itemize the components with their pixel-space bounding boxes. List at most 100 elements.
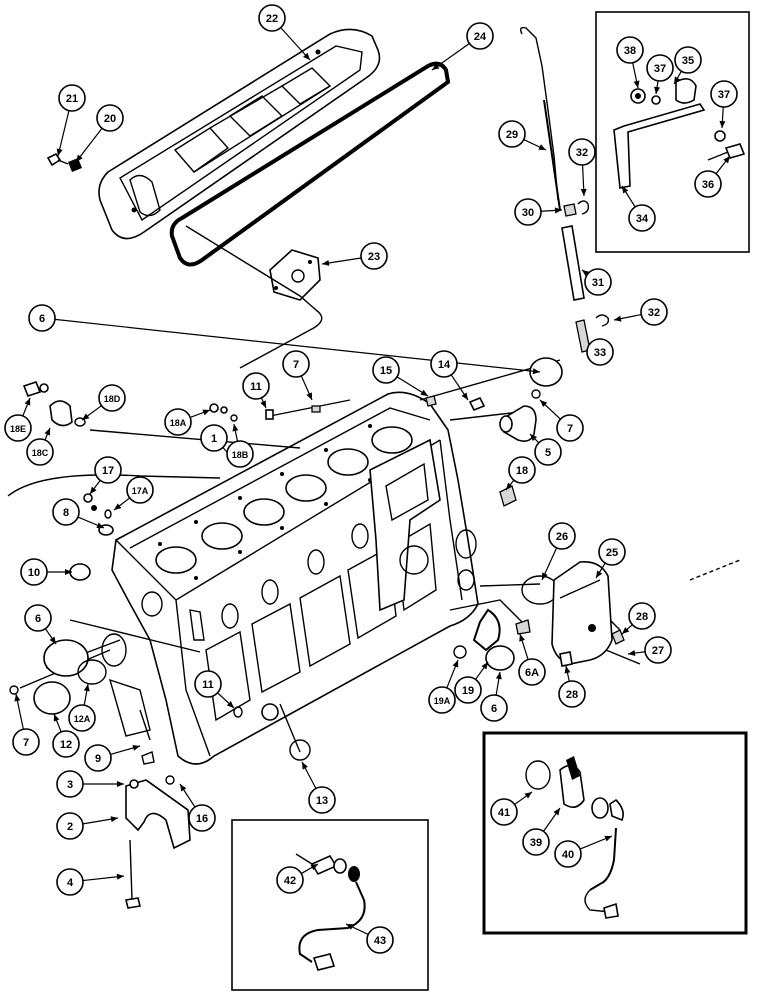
callout-arrowhead xyxy=(14,694,20,701)
callout-arrowhead xyxy=(82,413,89,420)
callout-6: 6 xyxy=(25,605,56,644)
callout-arrowhead xyxy=(555,207,562,213)
callout-label: 29 xyxy=(506,129,518,141)
callout-6a: 6A xyxy=(519,634,545,685)
callout-label: 5 xyxy=(545,447,551,459)
callout-label: 22 xyxy=(266,13,278,25)
callout-arrowhead xyxy=(565,666,571,673)
callout-label: 15 xyxy=(380,365,392,377)
callout-arrowhead xyxy=(322,260,329,266)
cylinder-bore xyxy=(372,427,412,453)
cylinder-bore xyxy=(156,547,196,573)
callout-arrowhead xyxy=(581,189,587,196)
callout-label: 4 xyxy=(67,877,74,889)
callout-arrowhead xyxy=(554,808,560,815)
callout-arrowhead xyxy=(54,714,60,722)
callout-12a: 12A xyxy=(69,684,95,731)
callout-37: 37 xyxy=(647,55,673,94)
callout-label: 37 xyxy=(654,63,666,75)
callout-label: 33 xyxy=(594,347,606,359)
callout-label: 43 xyxy=(374,935,386,947)
callout-label: 31 xyxy=(592,277,604,289)
callout-3: 3 xyxy=(57,771,124,797)
callout-18: 18 xyxy=(506,457,535,490)
callout-arrowhead xyxy=(604,836,612,842)
callout-arrowhead xyxy=(132,745,140,751)
callout-arrowhead xyxy=(202,410,210,416)
callout-arrowhead xyxy=(117,781,124,787)
callout-11: 11 xyxy=(243,373,269,408)
callout-label: 18C xyxy=(32,448,49,458)
callout-label: 6A xyxy=(525,667,539,679)
callout-label: 7 xyxy=(23,737,29,749)
thermostat-housing xyxy=(522,562,640,666)
callout-2: 2 xyxy=(57,813,118,839)
callout-label: 28 xyxy=(636,611,648,623)
callout-label: 14 xyxy=(438,359,451,371)
callout-39: 39 xyxy=(523,808,560,855)
callout-label: 6 xyxy=(39,313,45,325)
callout-label: 19A xyxy=(434,696,451,706)
callout-10: 10 xyxy=(21,559,72,585)
callout-43: 43 xyxy=(346,924,393,953)
callout-7: 7 xyxy=(283,351,312,400)
callout-arrowhead xyxy=(57,148,63,156)
callout-29: 29 xyxy=(499,121,546,150)
callout-label: 42 xyxy=(284,875,296,887)
callout-label: 35 xyxy=(682,55,694,67)
callout-6: 6 xyxy=(481,672,507,721)
callout-37: 37 xyxy=(711,81,737,128)
callout-arrowhead xyxy=(723,156,730,163)
callout-15: 15 xyxy=(373,357,428,396)
callout-arrowhead xyxy=(634,81,640,88)
callout-9: 9 xyxy=(85,745,140,771)
callout-41: 41 xyxy=(491,792,532,825)
callout-label: 38 xyxy=(624,45,636,57)
callout-label: 19 xyxy=(462,685,474,697)
callout-label: 3 xyxy=(67,779,73,791)
callout-30: 30 xyxy=(515,199,562,225)
callout-arrowhead xyxy=(180,784,186,792)
callout-label: 37 xyxy=(718,89,730,101)
callout-arrowhead xyxy=(614,316,621,322)
callout-label: 26 xyxy=(556,531,568,543)
cylinder-bore xyxy=(328,449,368,475)
callout-21: 21 xyxy=(57,85,85,156)
callout-label: 27 xyxy=(652,645,664,657)
callout-label: 12A xyxy=(74,714,91,724)
callout-arrowhead xyxy=(519,634,525,642)
callout-label: 18B xyxy=(232,450,249,460)
cylinder-bore xyxy=(286,475,326,501)
callout-24: 24 xyxy=(432,23,493,70)
callout-label: 18 xyxy=(516,465,528,477)
callout-label: 10 xyxy=(28,567,40,579)
callout-arrowhead xyxy=(496,672,502,679)
callout-label: 12 xyxy=(60,739,72,751)
callout-label: 17A xyxy=(132,486,149,496)
callout-label: 25 xyxy=(606,547,618,559)
callout-label: 41 xyxy=(498,807,510,819)
callout-label: 11 xyxy=(250,381,262,393)
callout-label: 17 xyxy=(102,465,114,477)
callout-label: 6 xyxy=(35,613,41,625)
cylinder-bore xyxy=(202,523,242,549)
callout-23: 23 xyxy=(322,243,387,269)
callout-8: 8 xyxy=(53,499,104,528)
callout-label: 34 xyxy=(636,213,649,225)
callout-28: 28 xyxy=(622,603,655,634)
callout-label: 1 xyxy=(211,433,217,445)
callout-40: 40 xyxy=(555,836,612,867)
callout-13: 13 xyxy=(302,762,335,813)
callout-label: 20 xyxy=(104,113,116,125)
callout-33: 33 xyxy=(587,339,613,365)
callout-19a: 19A xyxy=(429,660,458,713)
callout-20: 20 xyxy=(76,105,123,162)
callout-label: 40 xyxy=(562,849,574,861)
callout-arrowhead xyxy=(525,792,532,799)
callout-label: 8 xyxy=(63,507,69,519)
callout-arrowhead xyxy=(232,424,238,431)
callout-arrowhead xyxy=(114,503,121,510)
cover-bolt xyxy=(48,154,82,172)
callout-18b: 18B xyxy=(227,424,253,467)
